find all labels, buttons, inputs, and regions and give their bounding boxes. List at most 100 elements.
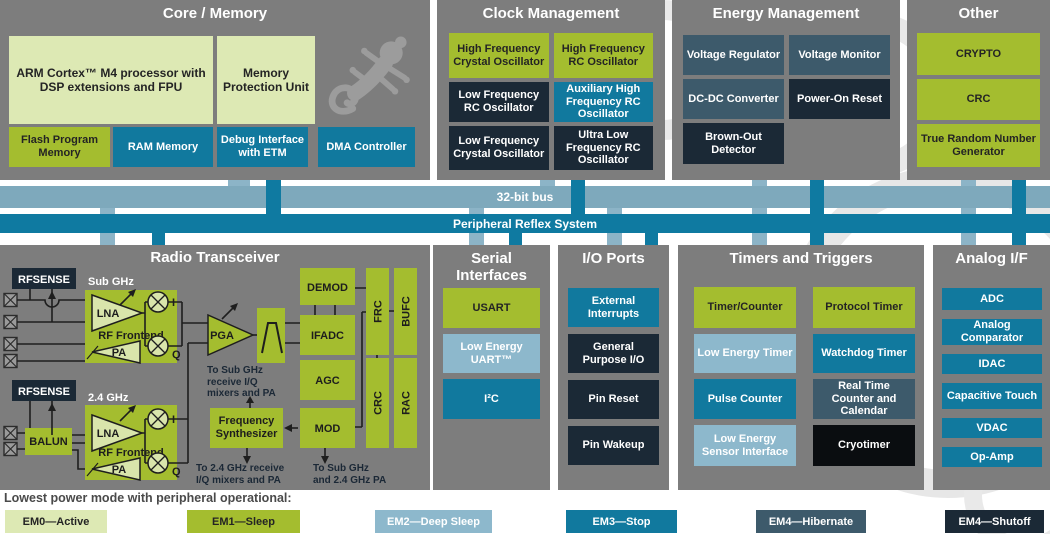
panel-timers-triggers: Timers and Triggers Timer/Counter Protoc… xyxy=(678,245,924,490)
panel-clock-management: Clock Management High Frequency Crystal … xyxy=(437,0,665,180)
frc-label: FRC xyxy=(373,300,385,323)
panel-title-energy: Energy Management xyxy=(712,5,860,22)
block-crc: CRC xyxy=(917,79,1040,120)
block-adc: ADC xyxy=(942,288,1042,310)
panel-title-timers: Timers and Triggers xyxy=(729,250,873,267)
block-capacitive-touch: Capacitive Touch xyxy=(942,383,1042,409)
block-idac: IDAC xyxy=(942,354,1042,374)
block-i2c: I²C xyxy=(443,379,540,419)
ifadc-label: IFADC xyxy=(311,330,344,342)
block-aux-hf-rc-osc: Auxiliary High Frequency RC Oscillator xyxy=(553,82,653,122)
legend-em0-active: EM0—Active xyxy=(5,510,107,533)
panel-title-core-memory: Core / Memory xyxy=(162,5,268,22)
panel-title-analog: Analog I/F xyxy=(955,250,1028,267)
block-pin-reset: Pin Reset xyxy=(568,380,659,419)
block-general-purpose-io: General Purpose I/O xyxy=(568,334,659,373)
note-pa: and 2.4 GHz PA xyxy=(313,475,386,486)
block-low-energy-timer: Low Energy Timer xyxy=(694,334,796,373)
note-pa: To Sub GHz xyxy=(313,463,369,474)
sub-ghz-chain: RFSENSE Sub GHz xyxy=(3,268,208,369)
legend-em4-shutoff: EM4—Shutoff xyxy=(945,510,1044,533)
rac-label: RAC xyxy=(401,391,413,415)
note-24-rx: To 2.4 GHz receive xyxy=(196,463,285,474)
panel-analog-if: Analog I/F ADC Analog Comparator IDAC Ca… xyxy=(933,245,1050,490)
radio-annotations: To Sub GHz receive I/Q mixers and PA To … xyxy=(196,365,386,486)
block-dcdc-converter: DC-DC Converter xyxy=(683,79,784,119)
block-external-interrupts: External Interrupts xyxy=(568,288,659,327)
block-lf-crystal-osc: Low Frequency Crystal Oscillator xyxy=(449,126,549,170)
freq-synth-label: Frequency xyxy=(219,415,276,427)
block-vdac: VDAC xyxy=(942,418,1042,438)
block-protocol-timer: Protocol Timer xyxy=(813,287,915,328)
panel-core-memory: Core / Memory ARM Cortex™ M4 processor w… xyxy=(0,0,430,180)
baseband-chain: PGA DEMOD IFADC AGC MOD Frequency Synthe… xyxy=(207,268,417,464)
block-debug-interface-etm: Debug Interface with ETM xyxy=(217,127,308,167)
antenna-pins-subghz xyxy=(3,292,18,369)
panel-title-other: Other xyxy=(958,5,999,22)
bus-connector xyxy=(509,233,522,245)
note-sub-rx: receive I/Q xyxy=(207,377,258,388)
bus-connector xyxy=(1012,180,1026,245)
block-hf-rc-osc: High Frequency RC Oscillator xyxy=(553,33,653,78)
block-pulse-counter: Pulse Counter xyxy=(694,379,796,419)
legend-em2-deep-sleep: EM2—Deep Sleep xyxy=(375,510,492,533)
block-rtc-calendar: Real Time Counter and Calendar xyxy=(813,379,915,419)
bus-prs-label: Peripheral Reflex System xyxy=(452,216,598,231)
panel-title-io-ports: I/O Ports xyxy=(582,250,645,267)
agc-label: AGC xyxy=(315,375,340,387)
block-memory-protection-unit: Memory Protection Unit xyxy=(217,36,315,124)
rf-frontend-label: RF Frontend xyxy=(98,330,163,342)
note-sub-rx: To Sub GHz xyxy=(207,365,263,376)
balun-label: BALUN xyxy=(29,436,68,448)
note-24-rx: I/Q mixers and PA xyxy=(196,475,281,486)
pa-label: PA xyxy=(112,347,127,359)
panel-title-radio: Radio Transceiver xyxy=(150,249,279,266)
q-mixer-label: Q xyxy=(172,466,181,478)
panel-energy-management: Energy Management Voltage Regulator Volt… xyxy=(672,0,900,180)
bufc-label: BUFC xyxy=(401,296,413,327)
bus-32bit: 32-bit bus xyxy=(0,186,1050,208)
block-voltage-regulator: Voltage Regulator xyxy=(683,35,784,75)
block-brown-out-detector: Brown-Out Detector xyxy=(683,123,784,164)
mod-label: MOD xyxy=(315,423,341,435)
legend-em1-sleep: EM1—Sleep xyxy=(187,510,300,533)
block-dma-controller: DMA Controller xyxy=(318,127,415,167)
block-low-energy-sensor-interface: Low Energy Sensor Interface xyxy=(694,425,796,466)
panel-serial-interfaces: Serial Interfaces USART Low Energy UART™… xyxy=(433,245,550,490)
block-crypto: CRYPTO xyxy=(917,33,1040,75)
rf-frontend-label: RF Frontend xyxy=(98,447,163,459)
block-pin-wakeup: Pin Wakeup xyxy=(568,426,659,465)
2g4-label: 2.4 GHz xyxy=(88,392,129,404)
crc-label: CRC xyxy=(373,391,385,415)
2g4-chain: RFSENSE 2.4 GHz BALUN LNA RF Front xyxy=(3,342,208,481)
gecko-logo xyxy=(328,36,410,115)
lna-label: LNA xyxy=(97,308,120,320)
bus-peripheral-reflex-system: Peripheral Reflex System xyxy=(0,214,1050,233)
block-cryotimer: Cryotimer xyxy=(813,425,915,466)
lna-label: LNA xyxy=(97,428,120,440)
block-hf-crystal-osc: High Frequency Crystal Oscillator xyxy=(449,33,549,78)
channel-filter-box xyxy=(257,308,285,363)
block-op-amp: Op-Amp xyxy=(942,447,1042,467)
block-voltage-monitor: Voltage Monitor xyxy=(789,35,890,75)
panel-title-serial: Serial Interfaces xyxy=(456,250,527,284)
bus-connector xyxy=(571,180,585,214)
legend-em4-hibernate: EM4—Hibernate xyxy=(756,510,866,533)
panel-radio-transceiver: Radio Transceiver RFSENSE Sub GHz xyxy=(0,245,430,490)
pga-label: PGA xyxy=(210,330,234,342)
block-timer-counter: Timer/Counter xyxy=(694,287,796,328)
bus-connector xyxy=(266,180,281,214)
bus-connector xyxy=(810,180,824,245)
block-lf-rc-osc: Low Frequency RC Oscillator xyxy=(449,82,549,122)
block-analog-comparator: Analog Comparator xyxy=(942,319,1042,345)
bus-32bit-label: 32-bit bus xyxy=(496,190,554,204)
q-mixer-label: Q xyxy=(172,349,181,361)
bus-connector xyxy=(152,233,165,245)
legend-em3-stop: EM3—Stop xyxy=(566,510,677,533)
note-sub-rx: mixers and PA xyxy=(207,388,276,399)
panel-title-clock: Clock Management xyxy=(482,5,620,22)
i-mixer-label: I xyxy=(172,297,175,309)
block-power-on-reset: Power-On Reset xyxy=(789,79,890,119)
legend-label: Lowest power mode with peripheral operat… xyxy=(4,491,292,505)
